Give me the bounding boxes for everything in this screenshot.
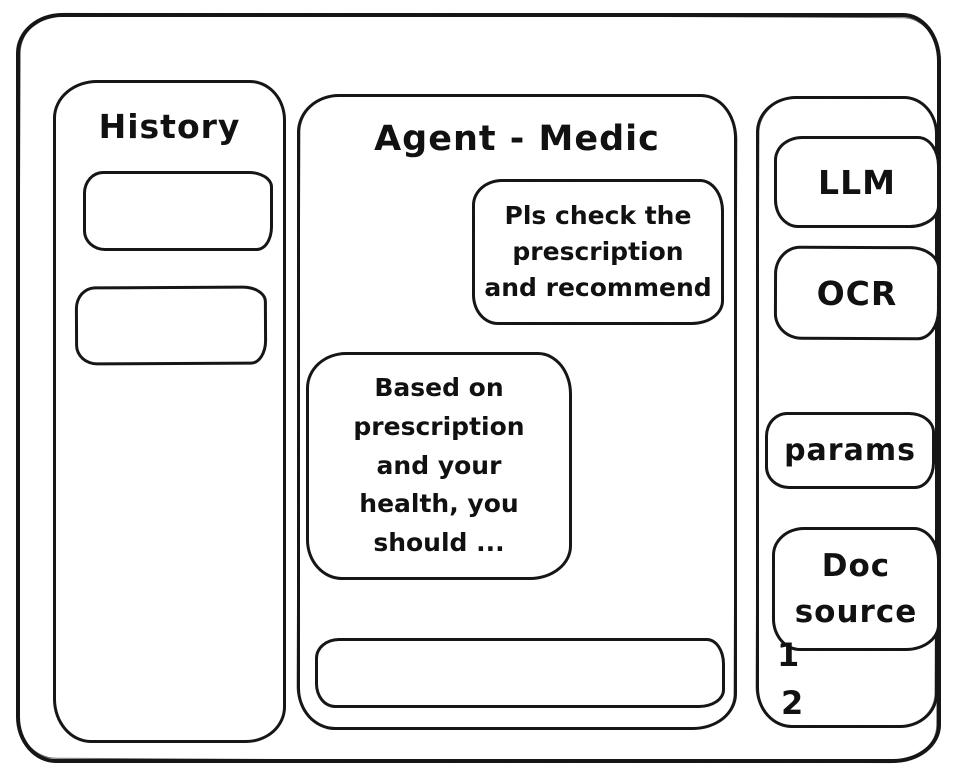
params-button[interactable]: params bbox=[765, 412, 935, 489]
user-message-bubble: Pls check the prescription and recommend bbox=[472, 179, 724, 325]
chat-panel: Agent - Medic Pls check the prescription… bbox=[297, 94, 737, 730]
ocr-button[interactable]: OCR bbox=[773, 245, 941, 341]
assistant-message-bubble: Based on prescription and your health, y… bbox=[306, 352, 572, 580]
app-window-frame: History Agent - Medic Pls check the pres… bbox=[16, 13, 941, 763]
history-item[interactable] bbox=[83, 171, 273, 251]
doc-source-item-2[interactable]: 2 bbox=[781, 684, 804, 722]
doc-source-item-1[interactable]: 1 bbox=[777, 636, 800, 674]
message-input[interactable] bbox=[315, 638, 725, 708]
history-title: History bbox=[98, 107, 241, 146]
history-item[interactable] bbox=[74, 285, 268, 366]
doc-source-button[interactable]: Doc source bbox=[772, 527, 940, 651]
history-panel: History bbox=[53, 80, 286, 743]
tools-panel: LLM OCR params Doc source 1 2 bbox=[756, 96, 941, 728]
llm-button[interactable]: LLM bbox=[774, 136, 940, 228]
chat-title: Agent - Medic bbox=[374, 119, 660, 159]
